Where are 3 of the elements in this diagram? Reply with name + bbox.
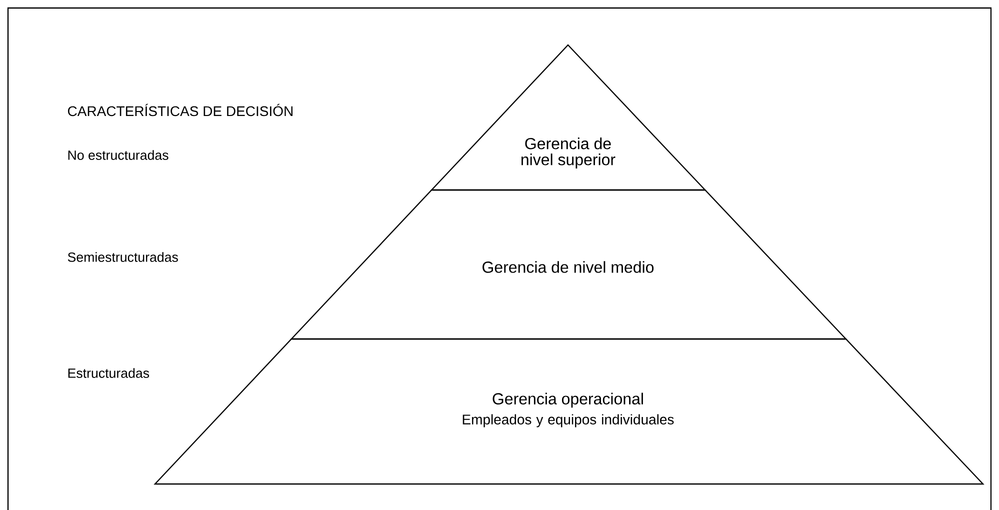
row-label: Semiestructuradas [68,252,178,262]
row-label: No estructuradas [68,150,168,160]
column-heading: CARACTERÍSTICAS DE DECISIÓN [68,104,292,116]
